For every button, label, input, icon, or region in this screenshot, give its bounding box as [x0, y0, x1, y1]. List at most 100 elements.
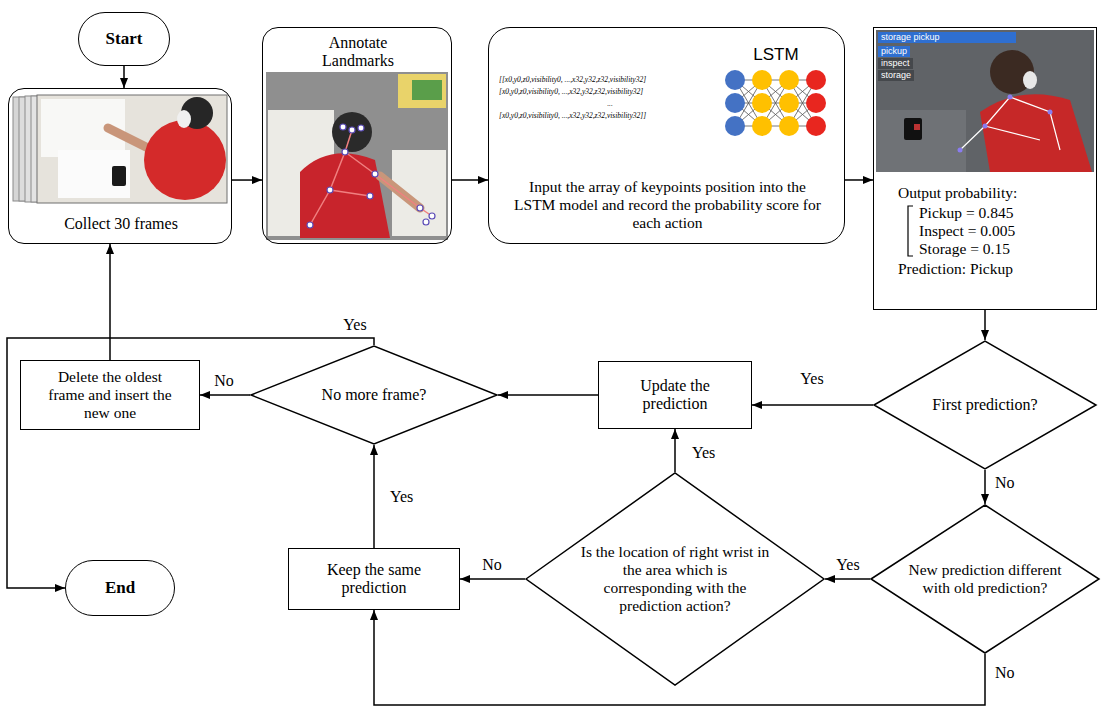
node-text: [x0,y0,z0,visibility0, ...,x32,y32,z32,v…: [499, 86, 721, 98]
shirt: [144, 120, 226, 200]
diamond-shape: [874, 341, 1096, 469]
landmark: [349, 127, 355, 133]
landmark: [1008, 95, 1013, 100]
connector-arrow: [373, 445, 375, 548]
connector-arrow: [984, 310, 986, 340]
landmark: [417, 205, 423, 211]
landmark: [307, 222, 313, 228]
landmark: [342, 149, 348, 155]
connector-arrow: [498, 394, 598, 396]
input-unit: [725, 116, 745, 136]
input-unit: [725, 70, 745, 90]
node-text: Output probability:: [898, 184, 1088, 202]
landmark: [367, 193, 373, 199]
process-box: Update the prediction: [598, 361, 752, 429]
landmark: [958, 148, 963, 153]
connector-arrow: [845, 179, 873, 181]
overlay-label: pickup: [878, 46, 910, 57]
edge-label: Yes: [798, 370, 825, 388]
probability-bracket: [908, 206, 913, 256]
overlay-label: inspect: [878, 58, 913, 69]
node-text: [x0,y0,z0,visibility0, ...,x32,y32,z32,v…: [499, 110, 721, 122]
node-text: Is the location of right wrist in the ar…: [579, 543, 771, 614]
terminal: Start: [78, 12, 170, 66]
node-text: Inspect = 0.005: [919, 222, 1089, 240]
connector-arrow: [109, 244, 111, 360]
edge-label: Yes: [834, 556, 861, 574]
connector-arrow: [232, 179, 262, 181]
process-box: Delete the oldest frame and insert the n…: [20, 360, 200, 430]
landmark: [429, 213, 435, 219]
paper: [58, 150, 130, 198]
node-text: Collect 30 frames: [9, 215, 233, 233]
landmark: [340, 124, 346, 130]
connector-arrow: [452, 179, 488, 181]
mask: [1023, 71, 1037, 89]
landmark: [372, 171, 378, 177]
image-process-box: Annotate Landmarks: [262, 27, 452, 244]
hidden-unit: [752, 70, 772, 90]
shirt: [300, 153, 390, 238]
diamond-shape: [526, 473, 824, 685]
node-text: No more frame?: [322, 386, 427, 404]
decision-diamond: First prediction?: [873, 340, 1097, 470]
landmark: [983, 124, 988, 129]
decision-diamond: Is the location of right wrist in the ar…: [525, 472, 825, 686]
edge-label: No: [993, 664, 1017, 682]
connector-arrow: [752, 404, 873, 406]
diamond-shape: [251, 346, 497, 444]
output-unit: [806, 70, 826, 90]
prediction-screenshot: [876, 30, 1094, 172]
node-text: LSTM: [736, 45, 816, 65]
head: [332, 112, 372, 152]
edge-label: No: [993, 474, 1017, 492]
skeleton: [960, 97, 1060, 150]
overlay-label: storage pickup: [878, 32, 1016, 43]
edge-label: No: [480, 556, 504, 574]
video-frames-photo: [13, 95, 227, 203]
floor: [876, 110, 966, 172]
hidden-unit: [779, 70, 799, 90]
edge-label: Yes: [388, 488, 415, 506]
mask: [177, 110, 191, 128]
overlay-label: storage: [878, 70, 914, 81]
shirt: [980, 94, 1092, 172]
board: [398, 74, 446, 108]
decision-diamond: New prediction different with old predic…: [870, 504, 1100, 654]
item: [914, 124, 920, 130]
connector-arrow: [825, 578, 870, 580]
connector-arrow: [200, 394, 250, 396]
phone: [112, 166, 126, 186]
process-box: Keep the same prediction: [288, 548, 460, 610]
landmark-photo: [266, 72, 448, 240]
connector-arrow: [674, 429, 676, 472]
node-text: End: [105, 578, 135, 598]
landmark: [358, 125, 364, 131]
phone: [904, 118, 922, 140]
node-text: Delete the oldest frame and insert the n…: [44, 368, 176, 421]
image-process-box: Collect 30 frames: [8, 88, 232, 244]
floor: [266, 72, 448, 240]
hidden-unit: [752, 116, 772, 136]
node-text: Keep the same prediction: [296, 561, 452, 598]
edge-label: Yes: [690, 444, 717, 462]
node-text: Storage = 0.15: [919, 240, 1089, 258]
node-text: Input the array of keypoints position in…: [512, 178, 823, 232]
connector-arrow: [460, 578, 525, 580]
landmark: [1048, 110, 1053, 115]
node-text: Annotate Landmarks: [303, 34, 413, 71]
node-text: Start: [106, 29, 143, 49]
node-text: First prediction?: [932, 396, 1037, 414]
model-process-box: [[x0,y0,z0,visibility0, ...,x32,y32,z32,…: [488, 27, 845, 244]
connector-arrow: [984, 470, 986, 504]
diamond-shape: [871, 505, 1099, 653]
node-text: Pickup = 0.845: [919, 204, 1089, 222]
hidden-unit: [779, 93, 799, 113]
hidden-unit: [752, 93, 772, 113]
frame: [37, 95, 227, 203]
decision-diamond: No more frame?: [250, 345, 498, 445]
node-text: ...: [499, 98, 721, 110]
